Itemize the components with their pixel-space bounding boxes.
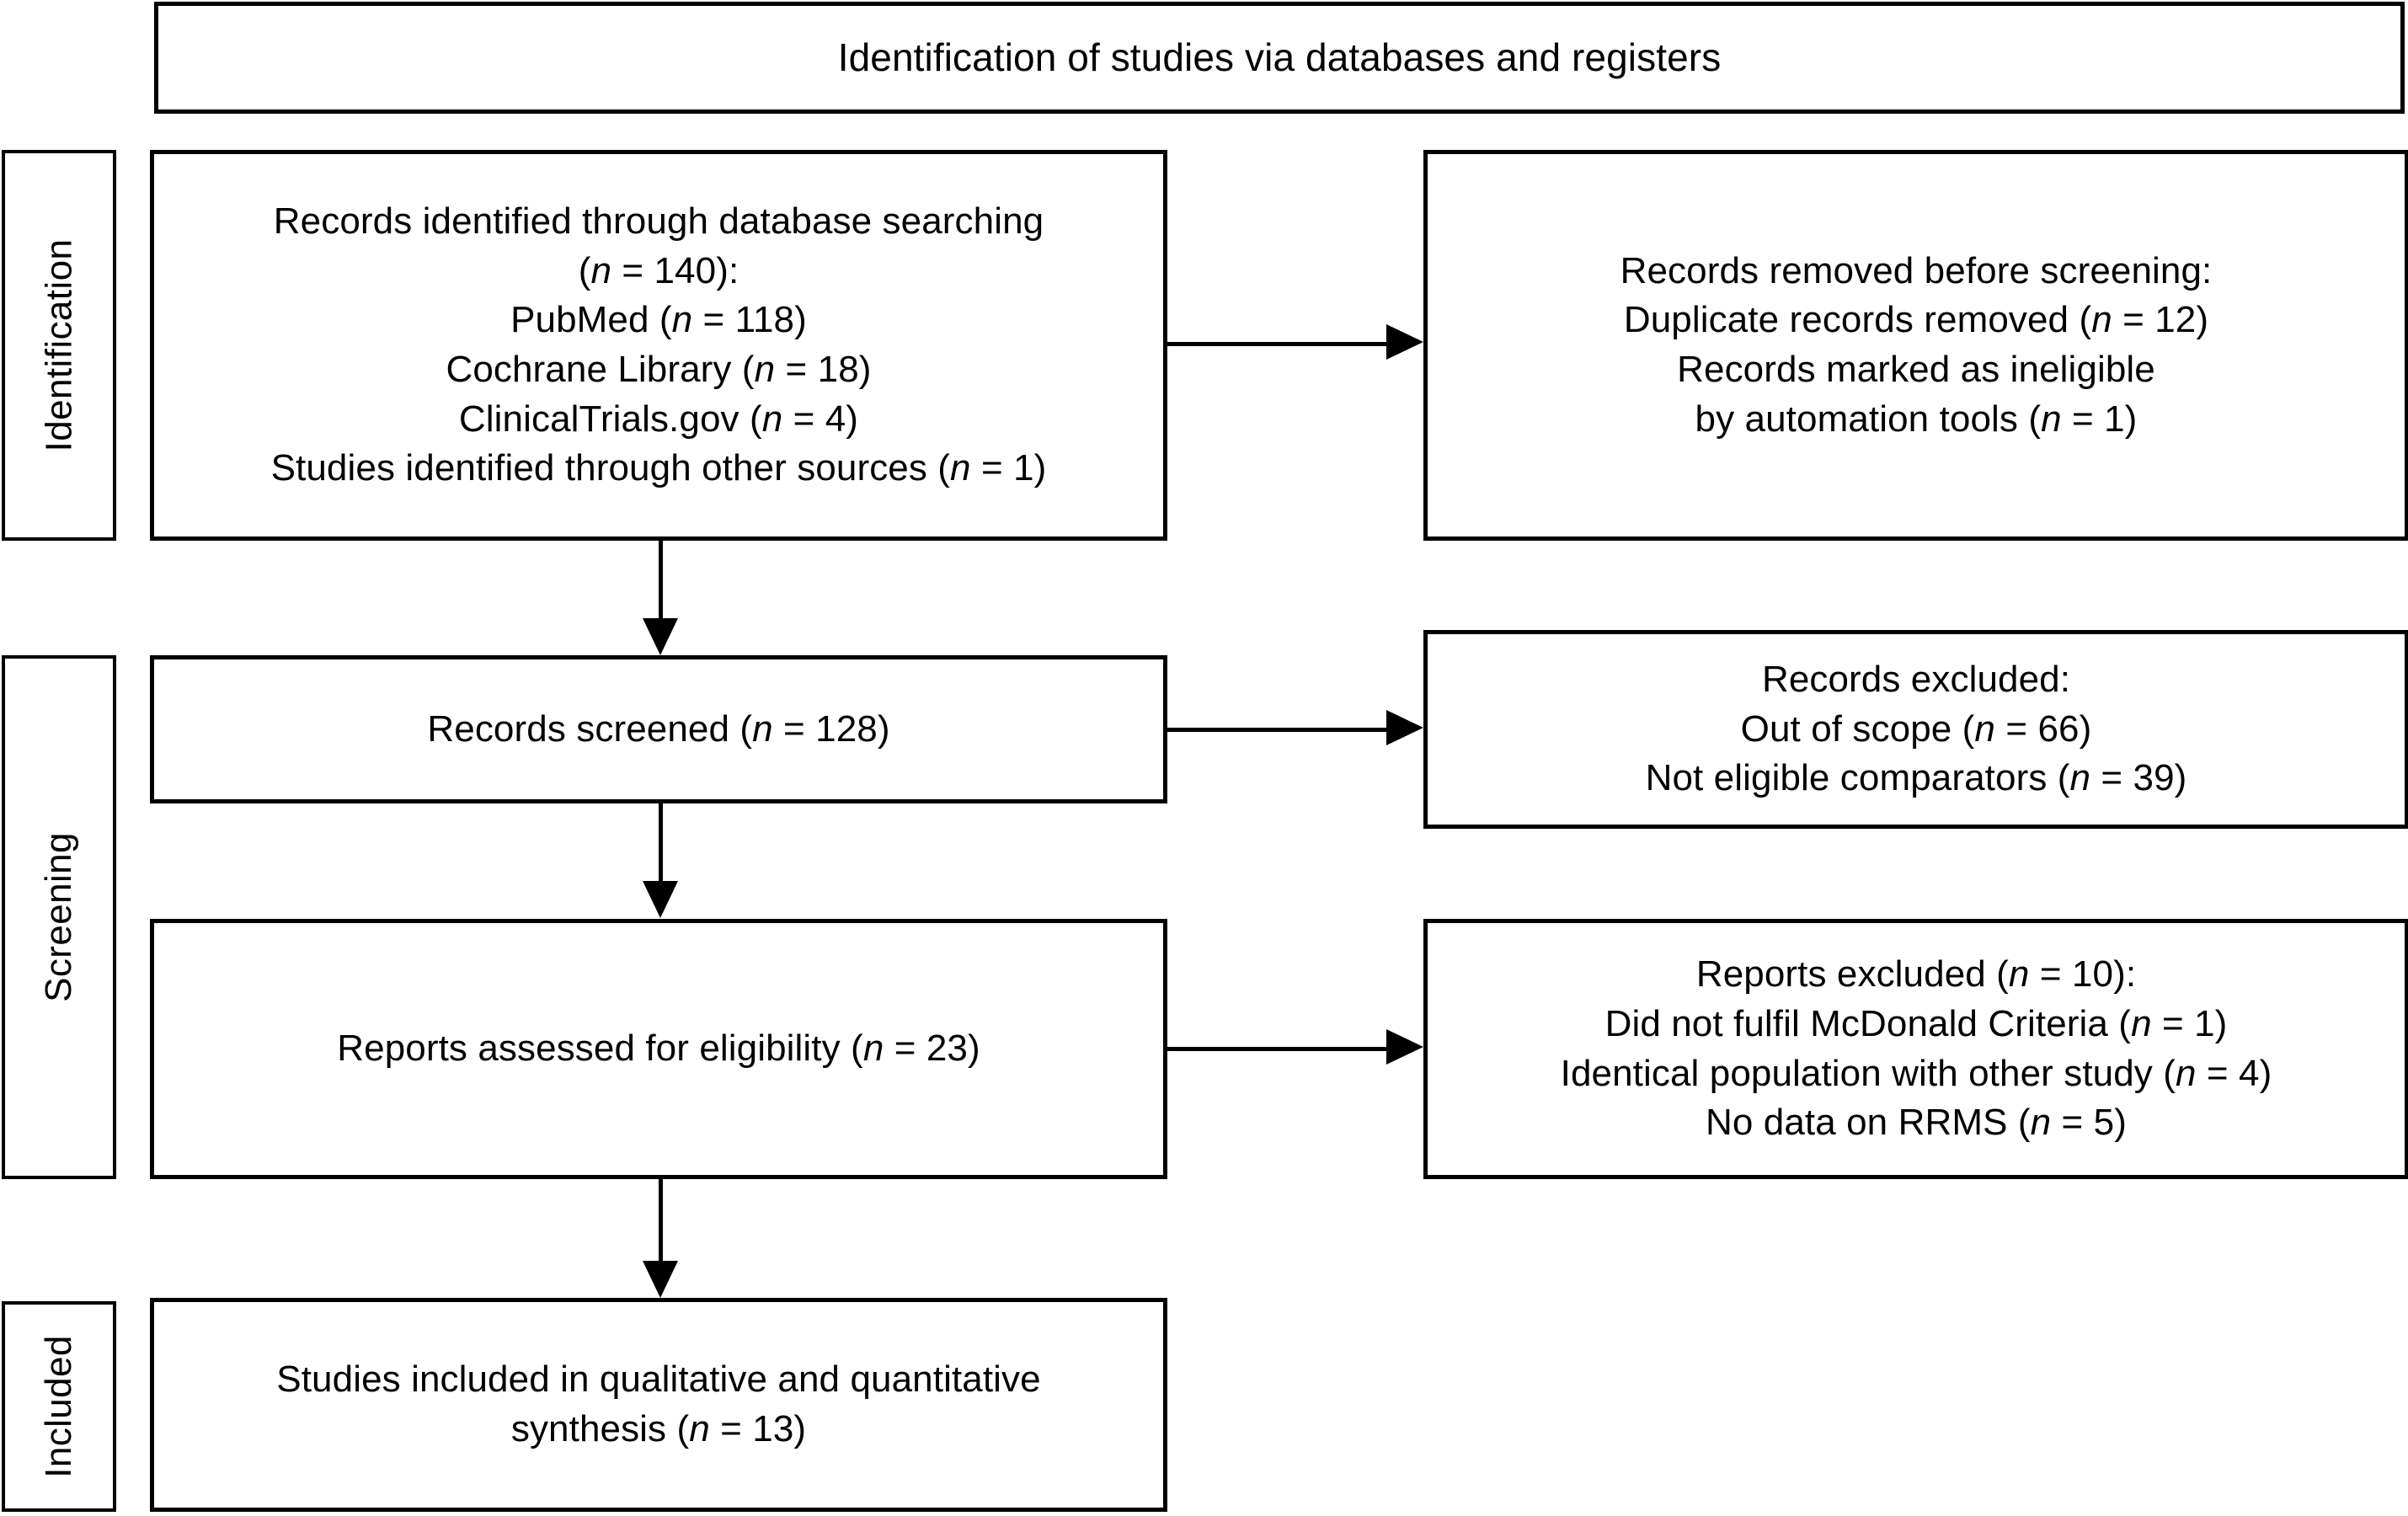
box-reports-excluded-text: Reports excluded (n = 10): Did not fulfi… <box>1560 953 2272 1144</box>
connector-screened-to-excluded-line <box>1167 728 1386 732</box>
box-records-identified: Records identified through database sear… <box>150 150 1167 541</box>
box-records-screened: Records screened (n = 128) <box>150 655 1167 803</box>
box-reports-assessed-text: Reports assessed for eligibility (n = 23… <box>337 1028 980 1070</box>
connector-assessed-to-included-arrowhead <box>643 1261 678 1298</box>
header-title: Identification of studies via databases … <box>837 35 1722 79</box>
phase-label-screening: Screening <box>38 832 80 1002</box>
box-studies-included-text: Studies included in qualitative and quan… <box>276 1359 1041 1449</box>
box-records-removed-text: Records removed before screening: Duplic… <box>1620 249 2213 440</box>
connector-identified-to-screened-line <box>659 541 663 622</box>
box-studies-included: Studies included in qualitative and quan… <box>150 1298 1167 1512</box>
connector-identified-to-screened-arrowhead <box>643 618 678 655</box>
connector-screened-to-assessed-line <box>659 803 663 884</box>
connector-assessed-to-included-line <box>659 1179 663 1263</box>
connector-screened-to-excluded-arrowhead <box>1386 710 1423 745</box>
box-records-screened-text: Records screened (n = 128) <box>427 707 890 750</box>
box-reports-assessed: Reports assessed for eligibility (n = 23… <box>150 919 1167 1179</box>
connector-identified-to-removed-line <box>1167 342 1386 346</box>
box-records-excluded-text: Records excluded: Out of scope (n = 66) … <box>1645 659 2187 799</box>
header-banner: Identification of studies via databases … <box>154 2 2405 114</box>
connector-assessed-to-reports-excluded-line <box>1167 1047 1386 1051</box>
box-reports-excluded: Reports excluded (n = 10): Did not fulfi… <box>1423 919 2408 1179</box>
box-records-removed: Records removed before screening: Duplic… <box>1423 150 2408 541</box>
phase-identification: Identification <box>2 150 116 541</box>
phase-screening: Screening <box>2 655 116 1179</box>
phase-label-identification: Identification <box>38 238 79 452</box>
phase-included: Included <box>2 1301 116 1512</box>
box-records-excluded: Records excluded: Out of scope (n = 66) … <box>1423 630 2408 829</box>
connector-screened-to-assessed-arrowhead <box>643 881 678 918</box>
phase-label-included: Included <box>38 1335 79 1478</box>
connector-assessed-to-reports-excluded-arrowhead <box>1386 1029 1423 1065</box>
box-records-identified-text: Records identified through database sear… <box>270 200 1047 489</box>
connector-identified-to-removed-arrowhead <box>1386 324 1423 360</box>
